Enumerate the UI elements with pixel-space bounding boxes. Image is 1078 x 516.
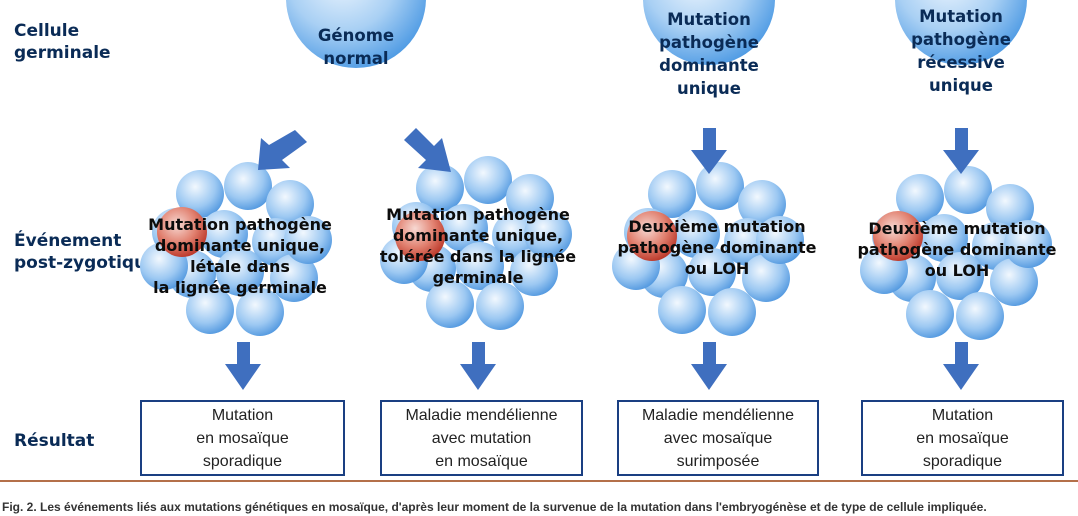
cell-sphere — [270, 254, 318, 302]
arrow-down-col3-top — [691, 128, 727, 174]
cell-sphere — [224, 162, 272, 210]
cell-sphere — [990, 258, 1038, 306]
result-line: avec mosaïque — [663, 429, 773, 447]
cell-sphere — [696, 162, 744, 210]
arrow-down-col1 — [225, 342, 261, 390]
figure-frame — [0, 0, 1078, 482]
mutated-cell-sphere — [157, 207, 207, 257]
arrow-down-col3 — [691, 342, 727, 390]
cell-sphere — [986, 184, 1034, 232]
cell-sphere — [956, 292, 1004, 340]
arrow-diag-left — [258, 130, 307, 170]
result-line: Maladie mendélienne — [641, 406, 795, 424]
cell-sphere — [426, 280, 474, 328]
sphere-label-normal: Génome normal — [317, 26, 395, 68]
sphere-label-recessive: Mutation pathogène récessive unique — [911, 7, 1011, 95]
result-box-3: Maladie mendélienne avec mosaïque surimp… — [617, 400, 819, 476]
cell-sphere — [688, 248, 736, 296]
cell-sphere — [742, 254, 790, 302]
cell-sphere — [476, 282, 524, 330]
cluster-label-3: Deuxième mutation pathogène dominante ou… — [617, 217, 817, 278]
result-line: Mutation — [211, 406, 274, 424]
cell-sphere — [236, 288, 284, 336]
arrow-diag-right — [404, 128, 451, 172]
row-label-result: Résultat — [14, 431, 95, 451]
result-box-4: Mutation en mosaïque sporadique — [861, 400, 1064, 476]
cell-sphere — [906, 290, 954, 338]
cluster-label-1: Mutation pathogène dominante unique, lét… — [148, 215, 332, 297]
cell-sphere — [944, 166, 992, 214]
arrow-down-col2 — [460, 342, 496, 390]
cell-sphere — [658, 286, 706, 334]
cell-sphere — [672, 210, 720, 258]
result-line: Maladie mendélienne — [405, 406, 558, 424]
sphere-label-dominant: Mutation pathogène dominante unique — [659, 10, 759, 98]
result-line: Mutation — [931, 406, 994, 424]
cluster-label-2: Mutation pathogène dominante unique, tol… — [379, 205, 577, 287]
result-line: sporadique — [922, 452, 1003, 470]
cell-sphere — [1004, 220, 1052, 268]
cell-sphere — [648, 170, 696, 218]
cell-sphere — [464, 156, 512, 204]
result-line: en mosaïque — [196, 429, 289, 447]
result-line: en mosaïque — [916, 429, 1009, 447]
cell-sphere — [506, 174, 554, 222]
sphere-recessive-mutation — [895, 0, 1027, 65]
figure-caption: Fig. 2. Les événements liés aux mutation… — [2, 500, 987, 514]
mutated-cell-sphere — [395, 211, 445, 261]
cell-sphere — [936, 252, 984, 300]
cell-sphere — [200, 210, 248, 258]
cell-sphere — [738, 180, 786, 228]
cell-sphere — [708, 288, 756, 336]
cell-sphere — [416, 164, 464, 212]
cell-sphere — [510, 248, 558, 296]
arrows-group — [225, 128, 979, 390]
cell-sphere — [524, 210, 572, 258]
result-line: en mosaïque — [435, 452, 528, 470]
row-label-event: Événement post-zygotique — [14, 231, 158, 273]
cell-sphere — [896, 174, 944, 222]
row-label-germinal: Cellule germinale — [14, 21, 111, 63]
cluster-label-4: Deuxième mutation pathogène dominante ou… — [857, 219, 1057, 280]
cell-sphere — [920, 214, 968, 262]
cell-sphere — [456, 242, 504, 290]
cell-sphere — [216, 248, 264, 296]
result-box-1: Mutation en mosaïque sporadique — [140, 400, 345, 476]
result-box-2: Maladie mendélienne avec mutation en mos… — [380, 400, 583, 476]
cell-sphere — [266, 180, 314, 228]
cell-sphere — [284, 216, 332, 264]
result-line: sporadique — [202, 452, 283, 470]
cell-sphere — [440, 204, 488, 252]
arrow-down-col4 — [943, 342, 979, 390]
sphere-normal-genome — [286, 0, 426, 68]
result-line: surimposée — [676, 452, 760, 470]
cell-sphere — [186, 286, 234, 334]
result-line: avec mutation — [431, 429, 532, 447]
mutated-cell-sphere — [873, 211, 923, 261]
arrow-down-col4-top — [943, 128, 979, 174]
sphere-dominant-mutation — [643, 0, 775, 65]
cell-sphere — [756, 216, 804, 264]
mutated-cell-sphere — [627, 211, 677, 261]
cell-sphere — [176, 170, 224, 218]
